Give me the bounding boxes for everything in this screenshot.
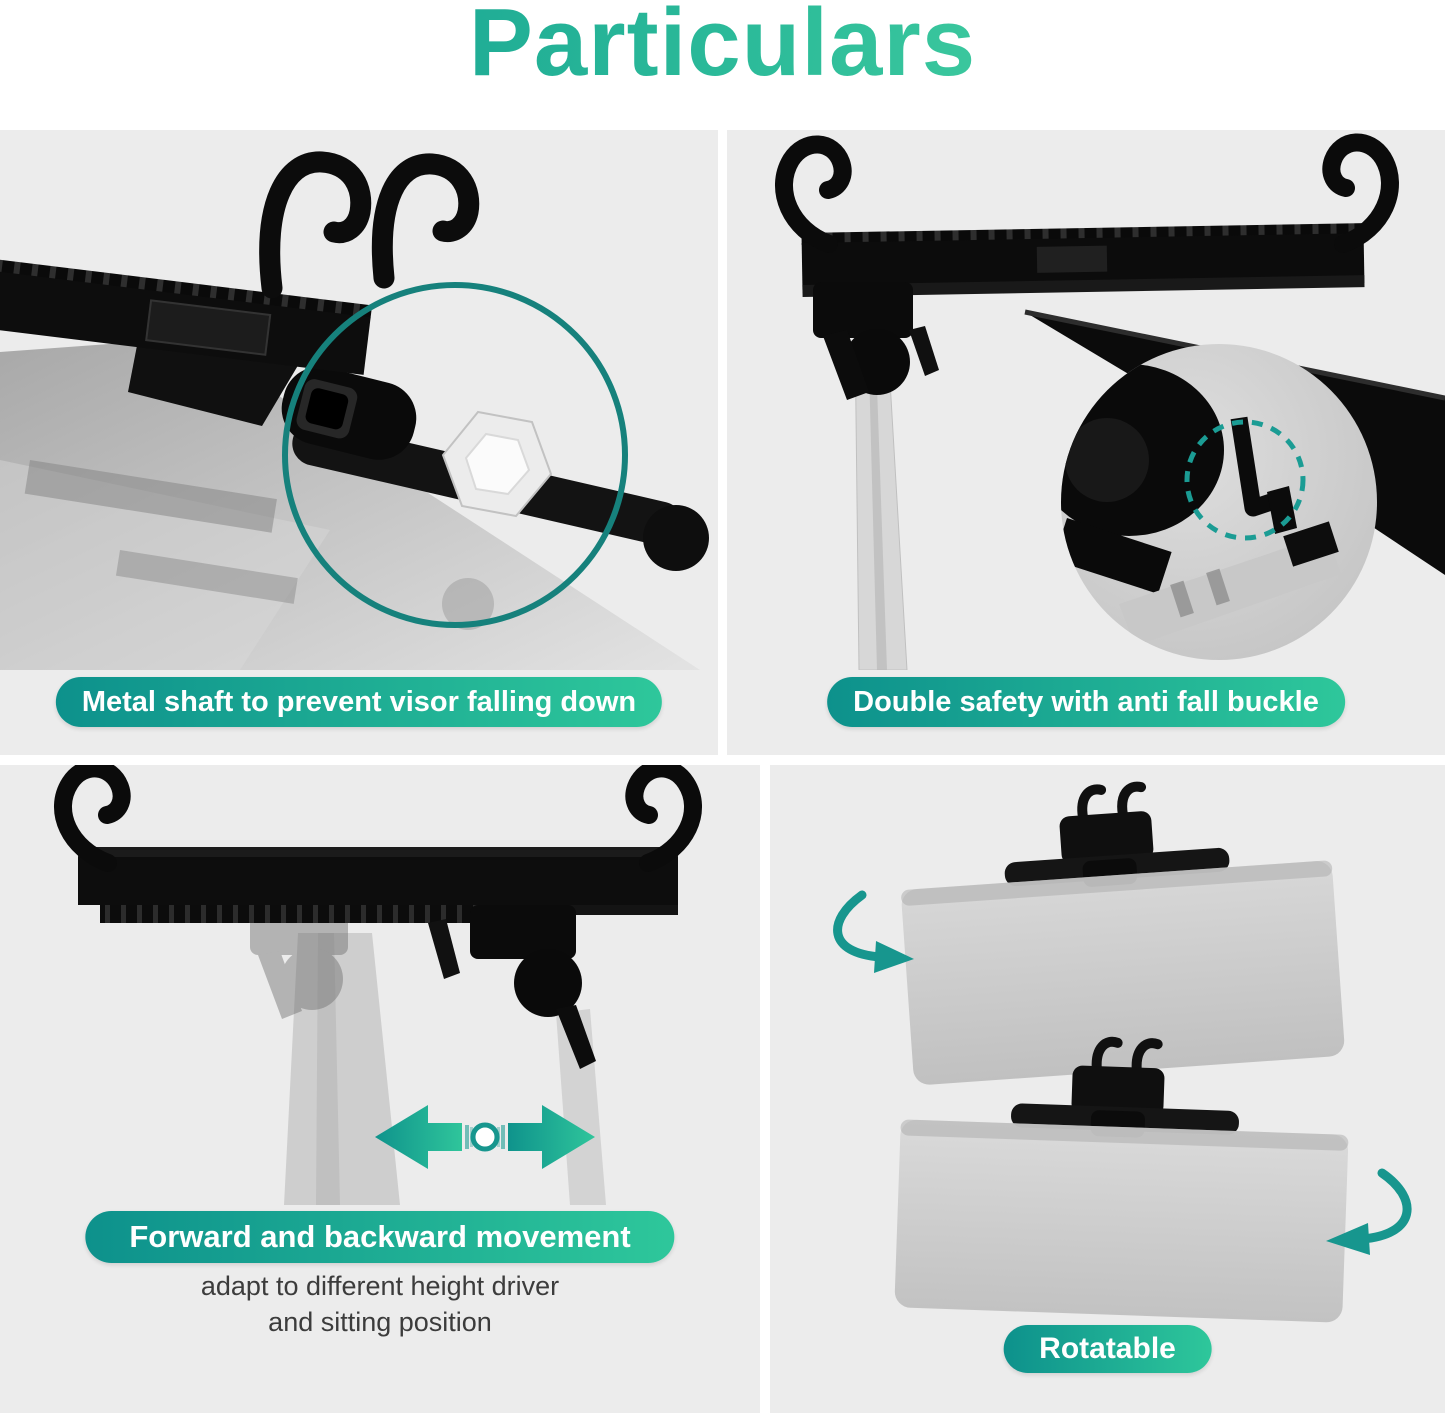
- panel-movement: Forward and backward movement adapt to d…: [0, 765, 760, 1413]
- visor-surface: [0, 338, 700, 670]
- page-title: Particulars: [0, 0, 1445, 96]
- panel-rotatable: Rotatable: [770, 765, 1445, 1413]
- highlight-circle-icon: [282, 282, 628, 628]
- movement-subtext: adapt to different height driver and sit…: [0, 1269, 760, 1340]
- center-pawl: [428, 919, 460, 979]
- anti-fall-buckle-pawl: [1230, 416, 1280, 517]
- caption-metal-shaft: Metal shaft to prevent visor falling dow…: [55, 677, 663, 727]
- visor-bottom: [894, 1036, 1349, 1323]
- arm-end-knob: [643, 505, 709, 571]
- visor-hook-icon: [1322, 133, 1399, 253]
- caption-movement: Forward and backward movement: [85, 1211, 675, 1263]
- visor-hook-icon: [54, 765, 131, 872]
- visor-top: [901, 781, 1345, 1085]
- illustration-movement: [54, 765, 702, 1205]
- illustration-metal-shaft: [0, 151, 709, 670]
- safety-strap: [284, 933, 400, 1205]
- illustration-rotatable: [833, 781, 1412, 1323]
- metal-shaft-nut: [441, 410, 553, 518]
- movement-subtext-line2: and sitting position: [268, 1306, 492, 1337]
- visor-hook-icon: [775, 135, 852, 253]
- rotate-arrow-top-icon: [833, 890, 914, 973]
- caption-rotatable: Rotatable: [1003, 1325, 1212, 1373]
- left-clamp: [813, 282, 939, 400]
- rotate-arrow-bottom-icon: [1326, 1168, 1412, 1255]
- panel-anti-fall-buckle: Double safety with anti fall buckle: [727, 130, 1445, 755]
- illustration-anti-fall-buckle: [775, 133, 1445, 670]
- clamp-bar: [78, 857, 678, 905]
- dashed-highlight-circle-icon: [1184, 419, 1306, 541]
- visor-hook-icon: [371, 153, 480, 289]
- right-clamp: [470, 905, 596, 1069]
- surface-reflections: [24, 460, 494, 630]
- visor-hook-icon: [625, 765, 702, 872]
- panel-metal-shaft: Metal shaft to prevent visor falling dow…: [0, 130, 718, 755]
- left-right-arrows-icon: [375, 1105, 595, 1169]
- visor-hook-icon: [259, 151, 372, 299]
- caption-anti-fall-buckle: Double safety with anti fall buckle: [827, 677, 1345, 727]
- movement-subtext-line1: adapt to different height driver: [200, 1271, 560, 1301]
